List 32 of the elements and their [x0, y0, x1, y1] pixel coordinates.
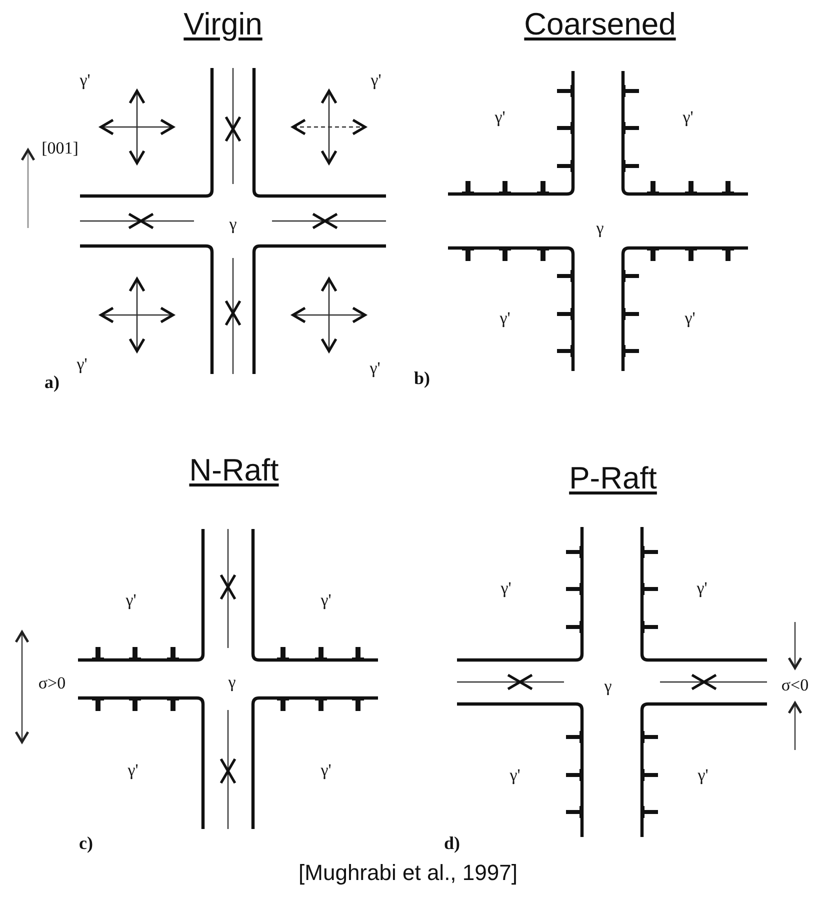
phase-label: γ'	[370, 72, 382, 88]
phase-label: γ'	[500, 310, 510, 326]
phase-label: γ'	[696, 580, 708, 596]
phase-label: γ'	[80, 72, 90, 88]
phase-label: γ	[604, 678, 612, 694]
panel-title: Coarsened	[524, 8, 676, 40]
panel-title: Virgin	[184, 8, 262, 40]
phase-label: γ'	[320, 592, 332, 608]
caption: [Mughrabi et al., 1997]	[298, 860, 518, 886]
phase-label: γ'	[128, 762, 138, 778]
phase-label: [001]	[42, 140, 78, 156]
phase-label: γ'	[684, 310, 696, 326]
phase-label: γ'	[320, 762, 332, 778]
panel-letter: c)	[79, 834, 93, 852]
panel-letter: b)	[414, 369, 430, 387]
panel-title: P-Raft	[569, 462, 657, 494]
phase-label: γ'	[500, 580, 512, 596]
phase-label: γ	[229, 216, 237, 232]
phase-label: γ'	[370, 360, 380, 376]
panel-title: N-Raft	[189, 454, 279, 486]
phase-label: γ	[596, 220, 604, 236]
phase-label: γ'	[126, 592, 136, 608]
panel-letter: a)	[44, 373, 60, 391]
phase-label: γ'	[494, 108, 506, 126]
phase-label: σ>0	[38, 674, 66, 692]
phase-label: γ'	[510, 766, 520, 784]
phase-label: σ<0	[781, 676, 809, 694]
panel-letter: d)	[444, 834, 460, 852]
phase-label: γ'	[682, 108, 694, 126]
phase-label: γ'	[76, 356, 88, 372]
phase-label: γ	[228, 674, 236, 690]
phase-label: γ'	[698, 766, 708, 784]
